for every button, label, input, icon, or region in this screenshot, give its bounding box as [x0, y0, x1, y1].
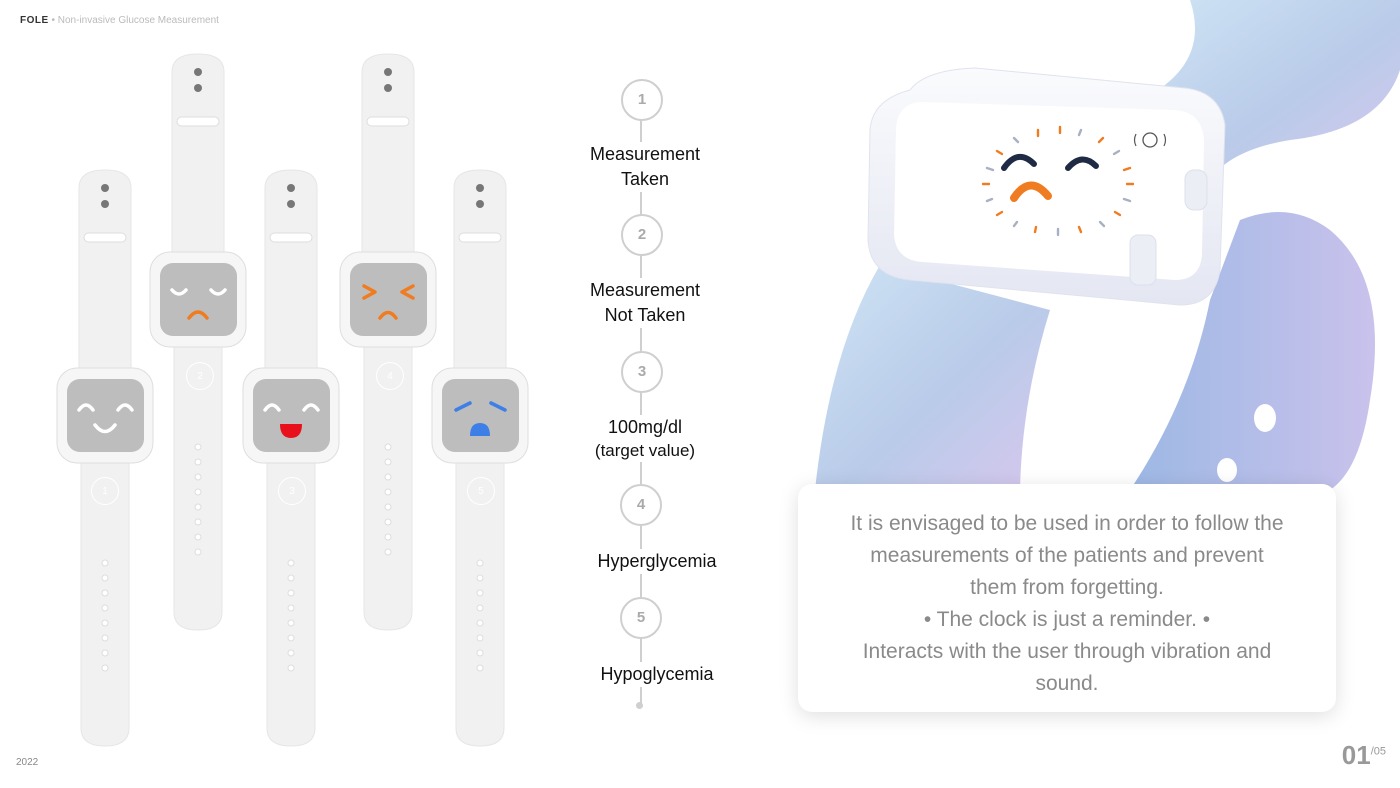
description-line: sound.	[1035, 672, 1099, 695]
vibration-icon	[1133, 132, 1167, 148]
step-sublabel: (target value)	[560, 440, 730, 462]
description-line: Interacts with the user through vibratio…	[862, 640, 1272, 663]
watch-number: 2	[186, 362, 214, 390]
page-total: /05	[1370, 745, 1386, 758]
step-label-line: 100mg/dl	[560, 415, 730, 440]
page-number: 01/05	[1342, 740, 1386, 771]
timeline-line	[640, 100, 642, 706]
step-label-line: Not Taken	[560, 303, 730, 328]
step-2-circle: 2	[621, 214, 663, 256]
watch-illustration	[56, 169, 154, 747]
watch-number: 5	[467, 477, 495, 505]
watch-illustration	[431, 169, 529, 747]
watch-5: 5	[430, 168, 530, 748]
hero-watch-image	[790, 0, 1400, 490]
step-5-circle: 5	[620, 597, 662, 639]
step-1-label: Measurement Taken	[560, 142, 730, 192]
watch-number: 4	[376, 362, 404, 390]
page-current: 01	[1341, 740, 1371, 770]
step-label-line: Hypoglycemia	[572, 662, 742, 687]
watch-number: 3	[278, 477, 306, 505]
page-header: FOLE • Non-invasive Glucose Measurement	[20, 15, 219, 26]
step-5-label: Hypoglycemia	[572, 662, 742, 687]
step-4-label: Hyperglycemia	[572, 549, 742, 574]
step-4-circle: 4	[620, 484, 662, 526]
face-happy-smile-icon	[77, 403, 134, 434]
watch-illustration	[149, 53, 247, 631]
face-sleepy-frown-icon	[170, 288, 227, 320]
watch-illustration	[339, 53, 437, 631]
header-subtitle: Non-invasive Glucose Measurement	[57, 15, 219, 26]
step-3-circle: 3	[621, 351, 663, 393]
step-label-line: Measurement	[560, 278, 730, 303]
footer-year: 2022	[16, 757, 39, 768]
brand-name: FOLE	[20, 15, 49, 26]
step-label-line: Measurement	[560, 142, 730, 167]
step-label-line: Hyperglycemia	[572, 549, 742, 574]
status-timeline: 1 Measurement Taken 2 Measurement Not Ta…	[560, 0, 742, 788]
description-line: them from forgetting.	[970, 576, 1164, 599]
watch-3: 3	[241, 168, 341, 748]
step-2-label: Measurement Not Taken	[560, 278, 730, 328]
description-card: It is envisaged to be used in order to f…	[798, 484, 1336, 712]
watch-4: 4	[338, 52, 438, 632]
header-separator: •	[51, 15, 55, 26]
face-sad-blue-icon	[454, 401, 507, 436]
face-happy-red-mouth-icon	[263, 403, 320, 438]
step-1-circle: 1	[621, 79, 663, 121]
watch-number: 1	[91, 477, 119, 505]
description-line: It is envisaged to be used in order to f…	[850, 512, 1284, 535]
watch-2: 2	[148, 52, 248, 632]
watch-1: 1	[55, 168, 155, 748]
description-line: • The clock is just a reminder. •	[923, 608, 1211, 631]
step-label-line: Taken	[560, 167, 730, 192]
face-pained-orange-icon	[362, 284, 415, 320]
timeline-end-dot	[636, 702, 643, 709]
step-3-label: 100mg/dl (target value)	[560, 415, 730, 462]
watch-illustration	[242, 169, 340, 747]
description-line: measurements of the patients and prevent	[870, 544, 1264, 567]
